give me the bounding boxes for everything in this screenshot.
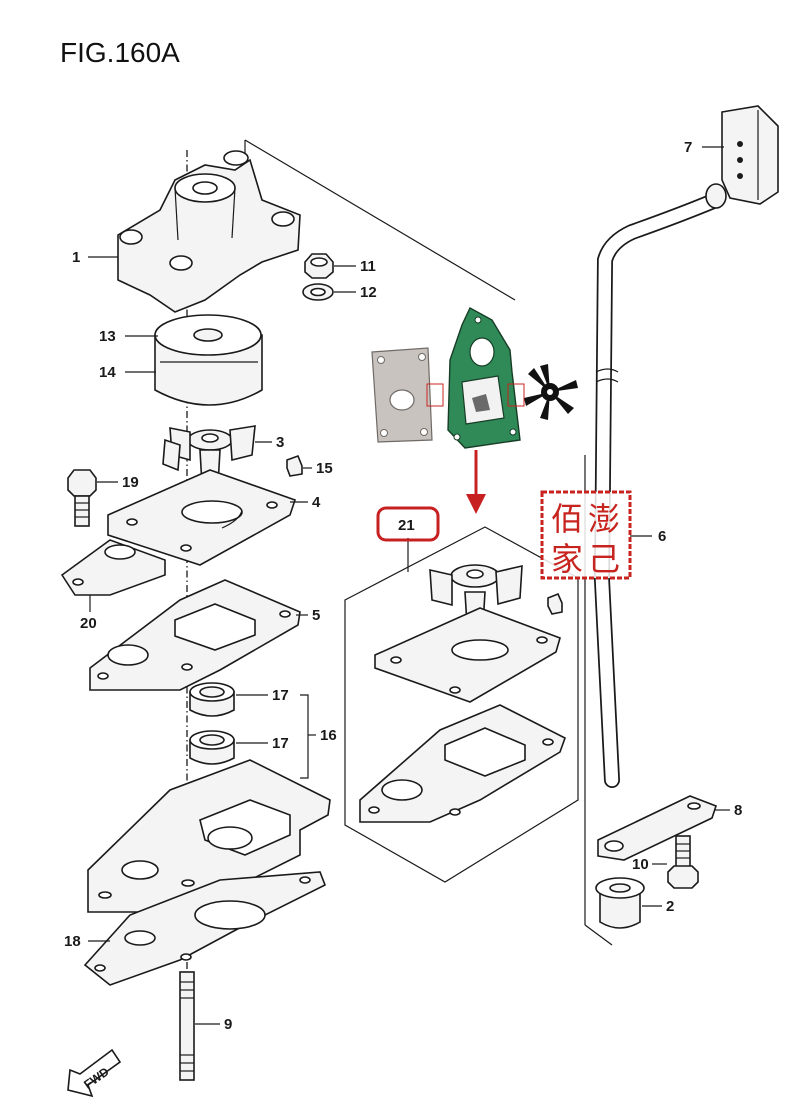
callout-17-upper: 17 — [272, 687, 289, 704]
guide-line — [244, 139, 516, 301]
lower-pump-housing — [87, 759, 331, 913]
callout-3: 3 — [276, 434, 284, 451]
oil-seal-upper — [189, 682, 235, 717]
small-stamp-left — [426, 383, 444, 407]
callout-19: 19 — [122, 474, 139, 491]
highlight-box-21 — [376, 506, 440, 542]
repair-kit-group: 21 — [344, 450, 579, 883]
callout-5: 5 — [312, 607, 320, 624]
kit-photo-inset — [371, 307, 578, 449]
wear-plate — [107, 469, 297, 566]
kit-gasket — [359, 704, 566, 823]
pump-case — [117, 150, 301, 313]
seal-stamp-char: 佰 — [551, 500, 583, 538]
callout-16: 16 — [320, 727, 337, 744]
kit-wear-plate — [374, 607, 561, 703]
callout-2: 2 — [666, 898, 674, 915]
photo-impeller — [524, 364, 578, 420]
stud-bolt — [179, 971, 195, 1081]
callout-15: 15 — [316, 460, 333, 477]
pump-liner — [154, 314, 263, 406]
bracket-16 — [300, 694, 309, 779]
impeller-key — [286, 454, 303, 477]
photo-green-gasket — [447, 307, 521, 449]
callout-11: 11 — [360, 258, 376, 275]
callout-4: 4 — [312, 494, 321, 511]
gasket-plate-20 — [60, 539, 166, 596]
tube-break-mark — [595, 378, 619, 383]
seal-stamp: 佰 澎 家 己 — [540, 490, 632, 580]
clamp-plate-8 — [597, 795, 718, 861]
callout-7: 7 — [684, 139, 692, 156]
forward-arrow: FWD — [67, 1048, 122, 1098]
bolt-10 — [667, 835, 699, 889]
nut — [304, 253, 334, 279]
callout-6: 6 — [658, 528, 666, 545]
callout-21: 21 — [398, 517, 415, 534]
bolt-19 — [67, 469, 97, 527]
water-tube-outline — [593, 192, 724, 788]
water-tube — [595, 193, 723, 787]
kit-box-outline — [344, 526, 579, 883]
callout-9: 9 — [224, 1016, 232, 1033]
gasket-5 — [89, 579, 301, 691]
callout-20: 20 — [80, 615, 97, 632]
oil-seal-lower — [189, 730, 235, 765]
small-stamp-right — [507, 383, 525, 407]
gasket-18 — [83, 871, 327, 986]
callout-13: 13 — [99, 328, 116, 345]
seal-stamp-char: 己 — [588, 540, 620, 578]
tube-break-mark — [595, 368, 619, 373]
seal-stamp-char: 家 — [551, 540, 583, 578]
seal-stamp-char: 澎 — [588, 500, 620, 538]
grommet-7 — [705, 105, 779, 209]
kit-key — [547, 592, 563, 615]
photo-wear-plate — [371, 347, 433, 443]
seal-stamp-frame — [540, 490, 632, 580]
callout-18: 18 — [64, 933, 81, 950]
figure-title: FIG.160A — [60, 37, 180, 68]
callout-12: 12 — [360, 284, 377, 301]
water-tube-assembly: 7 6 8 10 2 — [584, 105, 779, 946]
washer — [302, 283, 334, 301]
guide-line — [584, 924, 613, 946]
bushing-2 — [595, 877, 645, 929]
callout-1: 1 — [72, 249, 80, 266]
callout-8: 8 — [734, 802, 742, 819]
callout-14: 14 — [99, 364, 116, 381]
callout-17-lower: 17 — [272, 735, 289, 752]
main-assembly: 1 11 12 13 14 — [60, 139, 516, 1098]
callout-10: 10 — [632, 856, 649, 873]
highlight-arrow — [466, 450, 486, 514]
